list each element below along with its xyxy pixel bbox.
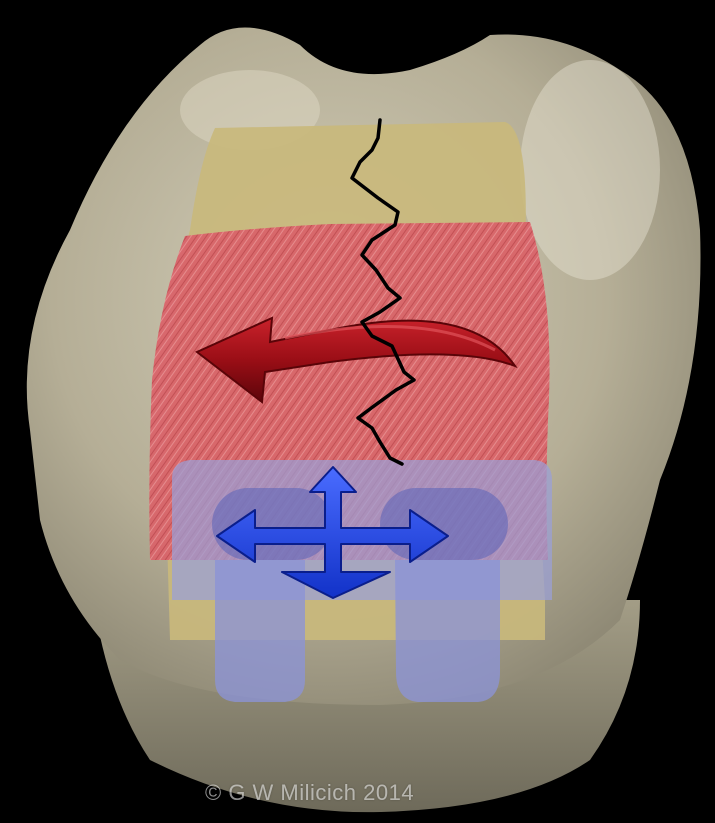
blue-pocket-left xyxy=(212,488,332,560)
blue-pocket-right xyxy=(380,488,508,560)
copyright-text: © G W Milicich 2014 xyxy=(205,780,505,806)
blue-post-right xyxy=(395,560,500,702)
blue-post-left xyxy=(215,560,305,702)
cusp-highlight-right xyxy=(520,60,660,280)
